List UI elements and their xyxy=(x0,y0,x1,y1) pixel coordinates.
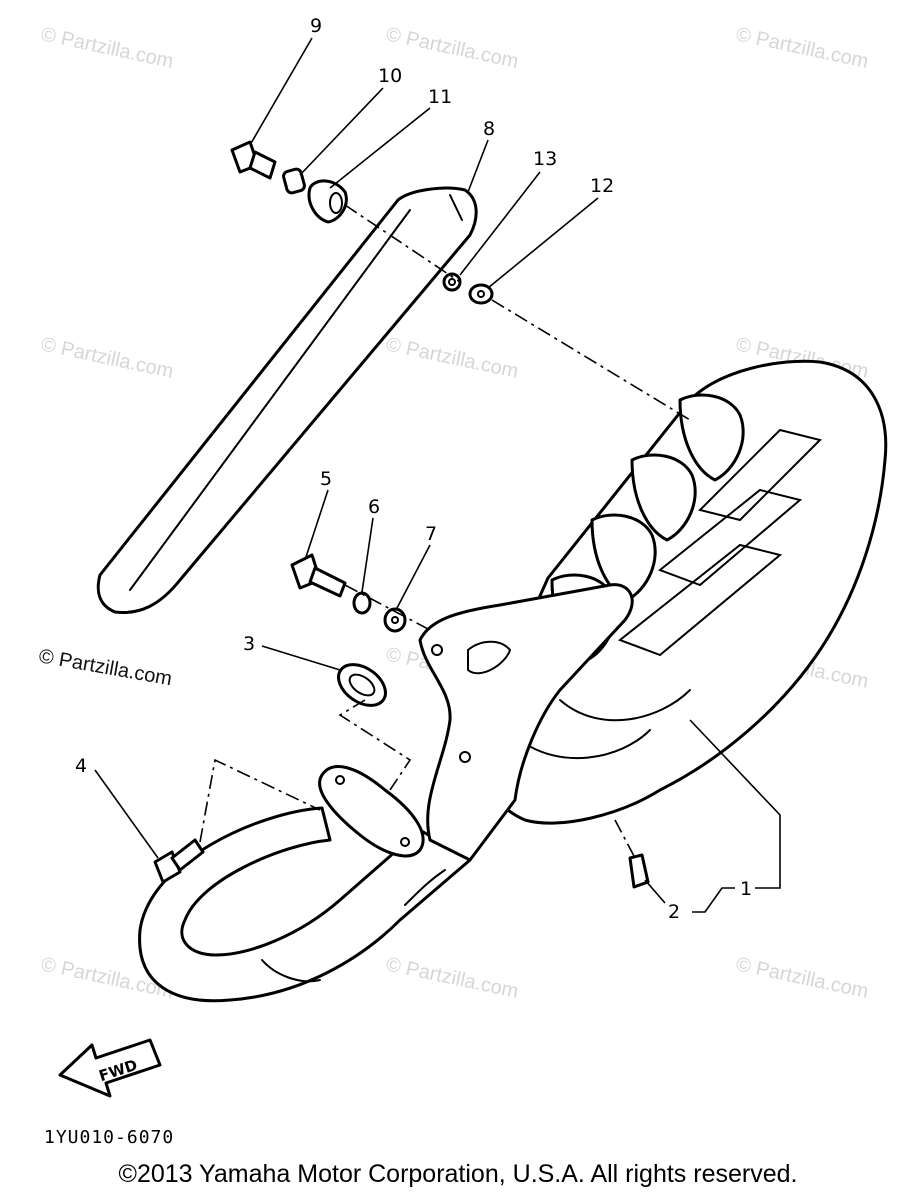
collar-10 xyxy=(282,167,306,195)
fwd-arrow-icon: FWD xyxy=(58,1038,162,1098)
damper-11 xyxy=(307,179,348,224)
watermark: © Partzilla.com xyxy=(384,333,520,383)
exhaust-pipe xyxy=(138,806,472,1003)
screw-2 xyxy=(628,853,650,889)
assembly-lines xyxy=(199,204,691,859)
callout-9: 9 xyxy=(310,15,322,37)
washer-12 xyxy=(468,283,494,305)
callout-5: 5 xyxy=(320,468,332,490)
muffler xyxy=(482,359,888,825)
watermark: © Partzilla.com xyxy=(384,23,520,73)
exhaust-flange xyxy=(318,765,425,858)
bolt-9 xyxy=(230,140,277,180)
spring-washer-6 xyxy=(352,591,372,615)
copyright-notice: ©2013 Yamaha Motor Corporation, U.S.A. A… xyxy=(118,1160,798,1188)
callout-11: 11 xyxy=(428,86,452,108)
watermark-dark: © Partzilla.com xyxy=(37,645,174,690)
callout-8: 8 xyxy=(483,118,495,140)
gasket-3 xyxy=(337,663,387,707)
bolt-4 xyxy=(153,838,205,884)
bolt-5 xyxy=(290,553,347,598)
callout-12: 12 xyxy=(590,175,614,197)
watermark: © Partzilla.com xyxy=(39,23,175,73)
leader-lines xyxy=(94,37,781,913)
mounting-bracket xyxy=(418,583,634,862)
part-code: 1YU010-6070 xyxy=(44,1127,175,1148)
watermark: © Partzilla.com xyxy=(734,23,870,73)
callout-7: 7 xyxy=(425,523,437,545)
callout-2: 2 xyxy=(668,901,680,923)
callout-6: 6 xyxy=(368,496,380,518)
callout-10: 10 xyxy=(378,65,402,87)
callout-numbers: 9 10 11 8 13 12 5 6 7 3 4 2 1 xyxy=(75,15,752,923)
callout-1: 1 xyxy=(740,878,752,900)
watermark: © Partzilla.com xyxy=(384,953,520,1003)
rear-stay xyxy=(96,186,478,615)
callout-3: 3 xyxy=(243,633,255,655)
watermark: © Partzilla.com xyxy=(734,953,870,1003)
watermark: © Partzilla.com xyxy=(39,333,175,383)
callout-4: 4 xyxy=(75,755,87,777)
callout-13: 13 xyxy=(533,148,557,170)
